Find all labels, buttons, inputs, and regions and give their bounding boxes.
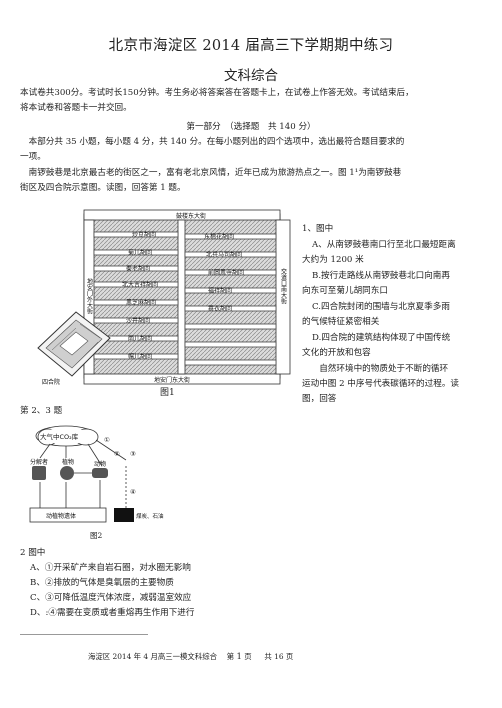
label-atmosphere: 大气中CO₂库 [40,432,79,441]
animal-icon [92,468,108,478]
q2-option-c: C、③可降低温度汽体浓度，减弱温室效应 [30,593,192,603]
label-top-street: 鼓楼东大街 [176,212,206,220]
label-hutong-l9: 福祥胡同 [208,287,232,295]
q1-option-b-line-2: 向东可至菊儿胡同东口 [302,286,388,296]
decomposer-icon [32,466,46,480]
label-hutong-l4: 北兵马司胡同 [206,251,242,259]
label-fossil: 煤炭、石油 [136,512,164,520]
label-hutong-l2: 东棉花胡同 [204,233,234,241]
label-hutong-l6: 前圆恩寺胡同 [208,269,244,277]
label-decomposer: 分解者 [30,458,48,466]
remains-box [29,507,107,523]
marker-2: ② [114,450,120,458]
figure-1-svg: 鼓楼东大街 地安门东大街 炒豆胡同 菊儿胡同 秦老胡同 北大吉祥胡同 黑芝麻胡同… [37,209,291,386]
q1-option-d-line-1: D.四合院的建筑结构体现了中国传统 [312,333,451,343]
label-remains: 动植物遗体 [46,512,76,520]
right-road [275,219,291,375]
figure-2-caption: 图2 [90,531,103,540]
q2-option-b: B、②排放的气体是臭氧层的主要物质 [30,578,174,588]
label-siheyuan: 四合院 [42,378,60,386]
q1-option-c-line-2: 的气候特征紧密相关 [302,317,380,327]
footnote-divider [20,634,148,635]
page-footer: 海淀区 2014 年 4 月高三一模文科综合 第 1 页 共 16 页 [88,651,293,662]
document-subtitle: 文科综合 [224,68,278,84]
q1-option-d-line-2: 文化的开放和包容 [302,348,371,358]
intro-line-2: 将本试卷和答题卡一并交回。 [20,103,132,113]
fossil-fuel-box [114,508,134,522]
figure-2-diagram: 大气中CO₂库 分解者 植物 动物 ① ② ③ [26,422,176,534]
q2-q3-label: 第 2、3 题 [20,406,63,416]
label-plants: 植物 [62,458,74,466]
siheyuan-inset: 四合院 [37,311,111,386]
q2-option-d: D、:④需要在变质或者重熔再生作用下进行 [30,608,195,618]
label-hutong-l5: 黑芝麻胡同 [126,299,156,307]
q1-option-a-line-1: A、从南锣鼓巷南口行至北口最短距离 [312,240,456,250]
next-context-line-3: 图，回答 [302,394,337,404]
context-line-2: 街区及四合院示意图。读图，回答第 1 题。 [20,183,186,193]
marker-1: ① [104,436,110,444]
part1-heading: 第一部分 （选择题 共 140 分） [186,122,316,132]
next-context-line-2: 运动中图 2 中序号代表碳循环的过程。读 [302,379,460,389]
marker-3: ③ [130,450,136,458]
label-bottom-street: 地安门东大街 [154,376,190,384]
next-context-line-1: 自然环境中的物质处于不断的循环 [302,364,449,374]
figure-1-map: 鼓楼东大街 地安门东大街 炒豆胡同 菊儿胡同 秦老胡同 北大吉祥胡同 黑芝麻胡同… [36,208,298,388]
atmosphere-cloud: 大气中CO₂库 [35,425,99,447]
label-hutong-l3: 菊儿胡同 [128,249,152,257]
footer-text: 海淀区 2014 年 4 月高三一模文科综合 第 [88,652,235,661]
context-line-1: 南锣鼓巷是北京最古老的街区之一，富有老北京风情，近年已成为旅游热点之一。图 1¹… [20,168,402,178]
q1-stem: 1、图中 [302,224,334,234]
label-hutong-l11: 沙井胡同 [126,317,150,325]
label-left-road: 地安门外大街 [86,277,93,315]
figure-2-svg: 大气中CO₂库 分解者 植物 动物 ① ② ③ [29,425,164,523]
label-hutong-l12: 秦老胡同 [126,265,150,273]
label-right-road: 交道口南大街 [280,267,287,305]
label-hutong-l10: 蓑衣胡同 [208,305,232,313]
label-hutong-l1: 炒豆胡同 [132,231,156,239]
part1-instruction-1: 本部分共 35 小题，每小题 4 分，共 140 分。在每小题列出的四个选项中，… [20,137,405,147]
label-hutong-l8: 雨儿胡同 [128,335,152,343]
figure-1-caption: 图1 [160,388,175,398]
q2-option-a: A、①开采矿产来自岩石圈，对水圈无影响 [30,563,191,573]
document-title: 北京市海淀区 2014 届高三下学期期中练习 [108,38,394,54]
footer-page-unit: 页 [244,652,252,661]
part1-instruction-2: 一项。 [20,152,46,162]
q2-stem: 2 图中 [20,548,46,558]
label-animals: 动物 [94,460,106,468]
label-hutong-l7: 帽儿胡同 [128,353,152,361]
left-road [83,219,95,375]
label-hutong-l13: 北大吉祥胡同 [122,281,158,289]
intro-line-1: 本试卷共300分。考试时长150分钟。考生务必将答案答在答题卡上，在试卷上作答无… [20,88,414,98]
footer-page-number: 1 [236,652,242,662]
plant-icon [60,466,74,480]
footer-total-pages: 共 16 页 [264,652,294,661]
nanluoguxiang-lane [177,219,186,375]
marker-4: ④ [130,488,136,496]
q1-option-c-line-1: C.四合院封闭的围墙与北京夏季多雨 [312,302,450,312]
q1-option-b-line-1: B.按行走路线从南锣鼓巷北口向南再 [312,271,450,281]
q1-option-a-line-2: 大约为 1200 米 [302,255,364,265]
